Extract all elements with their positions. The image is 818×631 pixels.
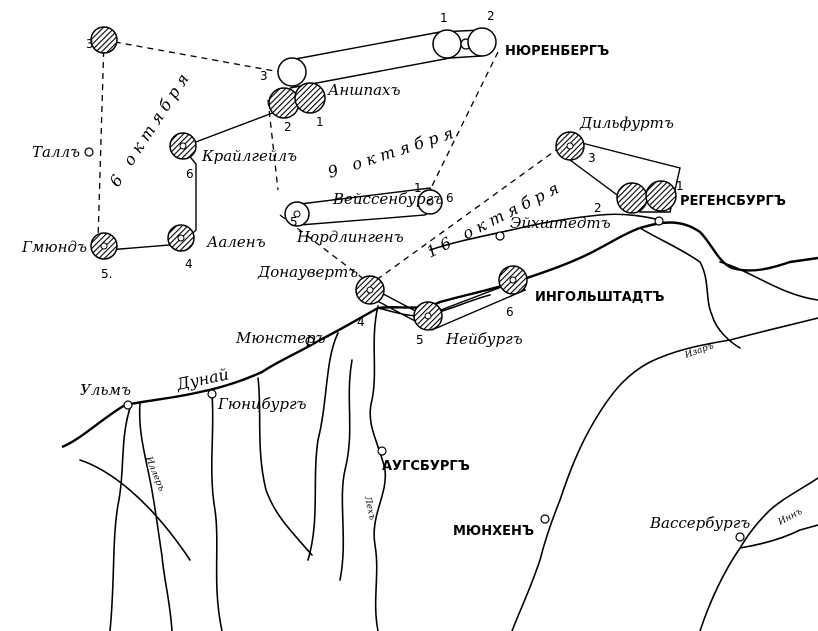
donauwerth-town xyxy=(366,286,374,294)
label-wasserburg: Вассербургъ xyxy=(649,514,750,532)
army-marker-ansbach-2 xyxy=(268,87,300,119)
inn-branch xyxy=(739,524,818,549)
town-markers xyxy=(84,147,745,542)
regensburg-town xyxy=(654,216,664,226)
altmuhl-river xyxy=(429,213,661,251)
num-ansbach-1: 1 xyxy=(316,115,324,129)
munster-town xyxy=(305,336,315,346)
num-weissenburg-1: 1 xyxy=(414,181,422,195)
num-aalen-4: 4 xyxy=(185,257,193,271)
neuburg-town xyxy=(424,312,432,320)
gmund-town xyxy=(100,242,108,250)
army-marker-ansbach-1 xyxy=(294,82,326,114)
iller-river xyxy=(138,403,173,631)
army-marker-ansbach-open xyxy=(277,57,307,87)
label-nuremberg: НЮРЕНБЕРГЪ xyxy=(505,44,609,59)
army-marker-nuremberg-1 xyxy=(432,29,462,59)
oct-6-boundary xyxy=(97,39,499,241)
label-lech: Лехъ xyxy=(362,495,377,521)
gunzburg-town xyxy=(207,389,217,399)
inn-river xyxy=(699,477,818,631)
label-isar: Изаръ xyxy=(683,341,715,361)
label-augsburg: АУГСБУРГЪ xyxy=(382,459,470,474)
label-munich: МЮНХЕНЪ xyxy=(453,524,534,539)
label-krailsheim: Крайлгейлъ xyxy=(201,147,297,165)
danube-river xyxy=(61,221,818,449)
label-weissenburg: Вейссенбургъ xyxy=(332,190,443,208)
town-labels: НЮРЕНБЕРГЪ Аншпахъ Таллъ Крайлгейлъ Диль… xyxy=(21,44,786,539)
river-east xyxy=(719,261,818,301)
label-gmund: Гмюндъ xyxy=(21,238,87,256)
army-marker-tall-north xyxy=(90,26,118,54)
nordlingen-town xyxy=(293,210,301,218)
num-nordlingen-5: 5 xyxy=(290,215,298,229)
munich-town xyxy=(540,514,550,524)
num-neuburg-5: 5 xyxy=(416,333,424,347)
river-labels: Дунай Иллеръ Лехъ Изаръ Иннъ xyxy=(143,341,804,528)
num-gmund-5: 5. xyxy=(101,267,112,281)
tributary-2 xyxy=(210,394,223,631)
weissenburg-town xyxy=(426,198,434,206)
num-dilfurt-3: 3 xyxy=(588,151,596,165)
label-neuburg: Нейбургъ xyxy=(445,330,523,348)
lech-river xyxy=(369,305,387,631)
krailsheim-town xyxy=(179,142,187,150)
label-nordlingen: Нордлингенъ xyxy=(296,228,404,246)
num-nuremberg-1: 1 xyxy=(440,11,448,25)
augsburg-town xyxy=(377,446,387,456)
label-eichstedt: Эйхштедтъ xyxy=(510,214,611,232)
num-ansbach-3: 3 xyxy=(260,69,268,83)
label-aalen: Ааленъ xyxy=(206,233,266,251)
tributary-1 xyxy=(109,407,131,631)
eichstedt-town xyxy=(495,231,505,241)
label-tall: Таллъ xyxy=(32,143,80,161)
tall-town xyxy=(84,147,94,157)
dilfurt-town xyxy=(566,142,574,150)
movement-boundaries xyxy=(97,39,571,287)
label-munster: Мюнстеръ xyxy=(235,329,326,347)
num-regensburg-1: 1 xyxy=(676,179,684,193)
num-krailsheim-6: 6 xyxy=(186,167,194,181)
army-positions xyxy=(90,26,677,331)
column-numbers: 1 2 3 2 1 3 6 5. 4 5 1 6 4 5 6 3 2 1 xyxy=(86,9,684,347)
num-weissenburg-6: 6 xyxy=(446,191,454,205)
label-danube: Дунай xyxy=(174,364,230,394)
label-donauwerth: Донаувертъ xyxy=(257,263,358,281)
aalen-town xyxy=(177,234,185,242)
army-routes xyxy=(107,29,681,331)
num-ansbach-2: 2 xyxy=(284,120,292,134)
army-marker-regensburg-2 xyxy=(616,182,648,214)
ingolstadt-town xyxy=(509,276,517,284)
label-ansbach: Аншпахъ xyxy=(327,81,401,99)
num-donauwerth-4: 4 xyxy=(357,315,365,329)
isar-river xyxy=(511,317,818,631)
river-north-east xyxy=(639,227,741,349)
label-regensburg: РЕГЕНСБУРГЪ xyxy=(680,194,786,209)
date-oct-6: 6 октября xyxy=(105,66,195,190)
wasserburg-town xyxy=(735,532,745,542)
tributary-3 xyxy=(257,377,313,556)
lech-tributary xyxy=(339,359,353,581)
rivers xyxy=(61,213,818,631)
num-nuremberg-2: 2 xyxy=(487,9,495,23)
num-ingolstadt-6: 6 xyxy=(506,305,514,319)
label-inn: Иннъ xyxy=(776,507,804,528)
ulm-town xyxy=(123,400,133,410)
num-regensburg-2: 2 xyxy=(594,201,602,215)
schmutter-river xyxy=(307,332,339,561)
label-gunzburg: Гюнцбургъ xyxy=(217,395,307,413)
label-ingolstadt: ИНГОЛЬШТАДТЪ xyxy=(535,290,664,305)
army-marker-nuremberg-2 xyxy=(467,27,497,57)
label-iller: Иллеръ xyxy=(143,454,166,492)
label-dilfurt: Дильфуртъ xyxy=(579,114,674,132)
route-aalen xyxy=(107,147,197,251)
date-oct-9: 9 октября xyxy=(325,122,460,182)
army-marker-regensburg-1 xyxy=(645,180,677,212)
num-tall-3: 3 xyxy=(86,37,94,51)
oct-9-boundary xyxy=(267,99,571,287)
tributary-4 xyxy=(79,459,191,561)
label-ulm: Ульмъ xyxy=(80,381,131,399)
